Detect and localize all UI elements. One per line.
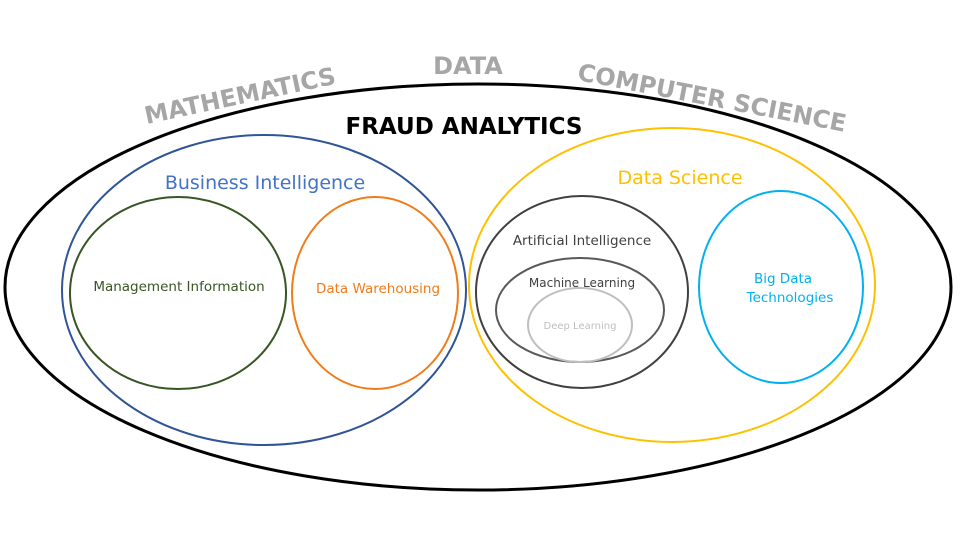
business-intelligence-ellipse [61,134,467,446]
artificial-intelligence-ellipse [475,195,689,389]
big-data-label-line1: Big Data [754,271,812,287]
big-data-label-line2: Technologies [746,290,834,306]
deep-learning-ellipse [527,287,633,363]
data-science-ellipse [468,127,876,443]
machine-learning-ellipse [495,257,665,363]
machine-learning-label: Machine Learning [529,276,635,290]
business-intelligence-label: Business Intelligence [165,172,365,194]
data-warehousing-label: Data Warehousing [316,281,440,297]
big-data-ellipse [698,190,864,384]
deep-learning-label: Deep Learning [544,321,617,332]
management-information-label: Management Information [93,279,264,295]
artificial-intelligence-label: Artificial Intelligence [513,233,651,249]
computer-science-label: COMPUTER SCIENCE [575,58,848,138]
fraud-analytics-ellipse [3,82,953,492]
data-label: DATA [433,52,503,80]
data-warehousing-ellipse [291,196,459,390]
management-information-ellipse [69,196,287,390]
data-science-label: Data Science [617,167,742,189]
fraud-analytics-title: FRAUD ANALYTICS [346,114,583,140]
